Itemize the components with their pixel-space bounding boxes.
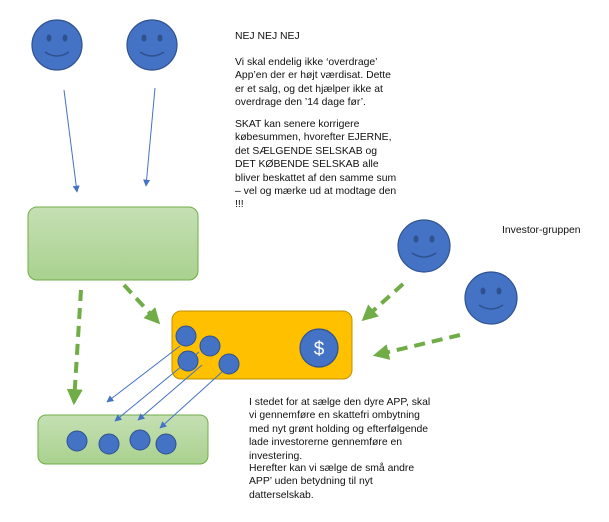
transfer-arrow-3 <box>137 364 203 421</box>
owner-1-arrow <box>63 89 80 193</box>
app-circle-4 <box>218 353 240 375</box>
investor-face-2 <box>464 271 518 325</box>
dollar-symbol: $ <box>314 339 325 360</box>
app-circle-2 <box>199 335 221 357</box>
investor-2-arrow <box>372 333 461 360</box>
note-overdrage: Vi skal endelig ikke ‘overdrage’ App’en … <box>235 57 391 109</box>
subsidiary-box <box>37 414 209 465</box>
owner-face-2 <box>126 19 178 71</box>
holding-to-bottom-arrow <box>66 289 83 406</box>
app-circle-1 <box>175 325 197 347</box>
subsidiary-circle-1 <box>66 430 88 452</box>
subsidiary-circle-2 <box>98 433 120 455</box>
transfer-arrow-2 <box>114 351 200 422</box>
holding-company-box <box>27 206 199 281</box>
investor-face-1 <box>397 219 451 273</box>
transfer-arrow-4 <box>159 371 223 429</box>
dollar-sign-icon: $ <box>299 328 339 368</box>
heading-nej: NEJ NEJ NEJ <box>235 31 300 42</box>
holding-to-app-arrow <box>122 283 161 325</box>
transfer-arrow-1 <box>106 345 181 403</box>
investor-1-arrow <box>361 282 405 322</box>
note-datterselskab: Herefter kan vi sælge de små andre APP’ … <box>249 463 415 501</box>
owner-2-arrow <box>143 87 156 187</box>
note-skat: SKAT kan senere korrigere købesummen, hv… <box>235 119 397 211</box>
owner-face-1 <box>31 19 83 71</box>
subsidiary-circle-3 <box>129 429 151 451</box>
subsidiary-circle-4 <box>155 433 177 455</box>
investor-group-label: Investor-gruppen <box>502 225 581 236</box>
note-ombytning: I stedet for at sælge den dyre APP, skal… <box>249 397 431 462</box>
